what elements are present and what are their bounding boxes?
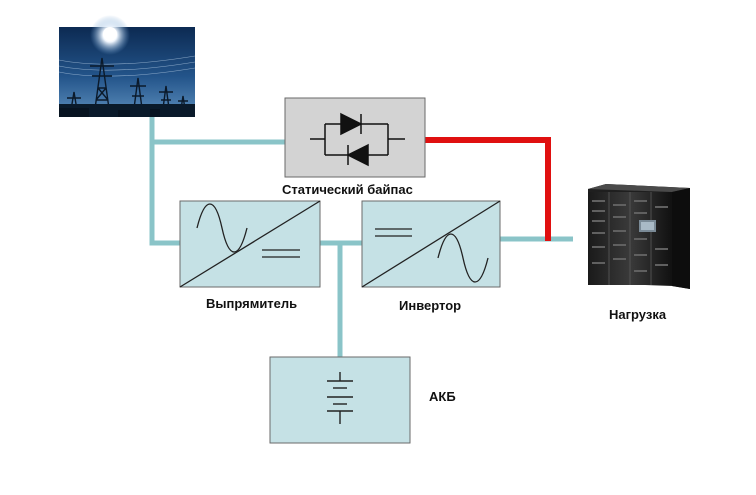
inverter-label: Инвертор — [399, 298, 462, 313]
load-label: Нагрузка — [609, 307, 667, 322]
line-source-down — [149, 117, 180, 246]
battery-label: АКБ — [429, 389, 456, 404]
dc-to-ac-icon — [361, 200, 501, 288]
connection-lines — [149, 117, 573, 357]
inverter-block — [361, 200, 501, 288]
line-bypass-output — [425, 137, 551, 241]
rectifier-block — [179, 200, 321, 288]
power-transmission-tower-icon — [58, 15, 196, 117]
bypass-label: Статический байпас — [282, 182, 413, 197]
rectifier-label: Выпрямитель — [206, 296, 298, 311]
bypass-block — [284, 97, 426, 178]
server-rack-icon — [588, 184, 690, 289]
battery-icon — [327, 372, 353, 424]
battery-block — [269, 356, 411, 444]
thyristor-pair-icon — [310, 112, 405, 167]
ac-to-dc-icon — [179, 200, 321, 288]
